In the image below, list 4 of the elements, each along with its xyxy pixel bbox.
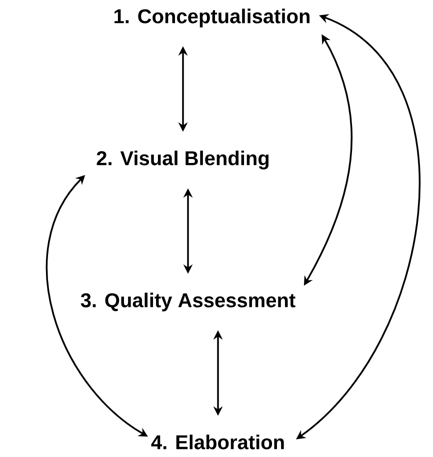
stage-label: 4. Elaboration	[151, 434, 284, 450]
stage-label: 2. Visual Blending	[96, 150, 269, 170]
stage-label: 1. Conceptualisation	[114, 8, 310, 28]
stage-label: 3. Quality Assessment	[80, 292, 296, 312]
